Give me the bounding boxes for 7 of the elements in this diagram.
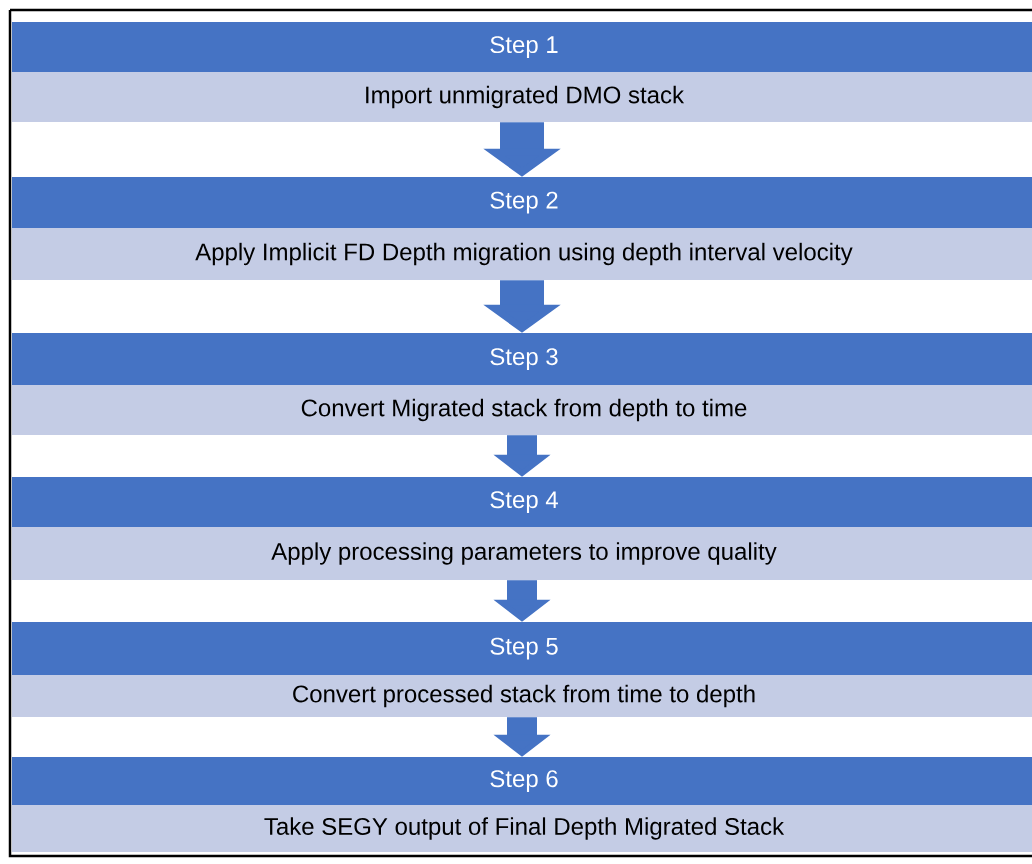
step-header: Step 1 xyxy=(12,22,1032,72)
step-description: Take SEGY output of Final Depth Migrated Stack xyxy=(12,805,1032,852)
step-description: Convert Migrated stack from depth to time xyxy=(12,385,1032,435)
step-description: Apply Implicit FD Depth migration using depth interval velocity xyxy=(12,228,1032,280)
step-description: Apply processing parameters to improve quality xyxy=(12,527,1032,580)
step-description: Convert processed stack from time to depth xyxy=(12,675,1032,717)
step-description: Import unmigrated DMO stack xyxy=(12,72,1032,122)
